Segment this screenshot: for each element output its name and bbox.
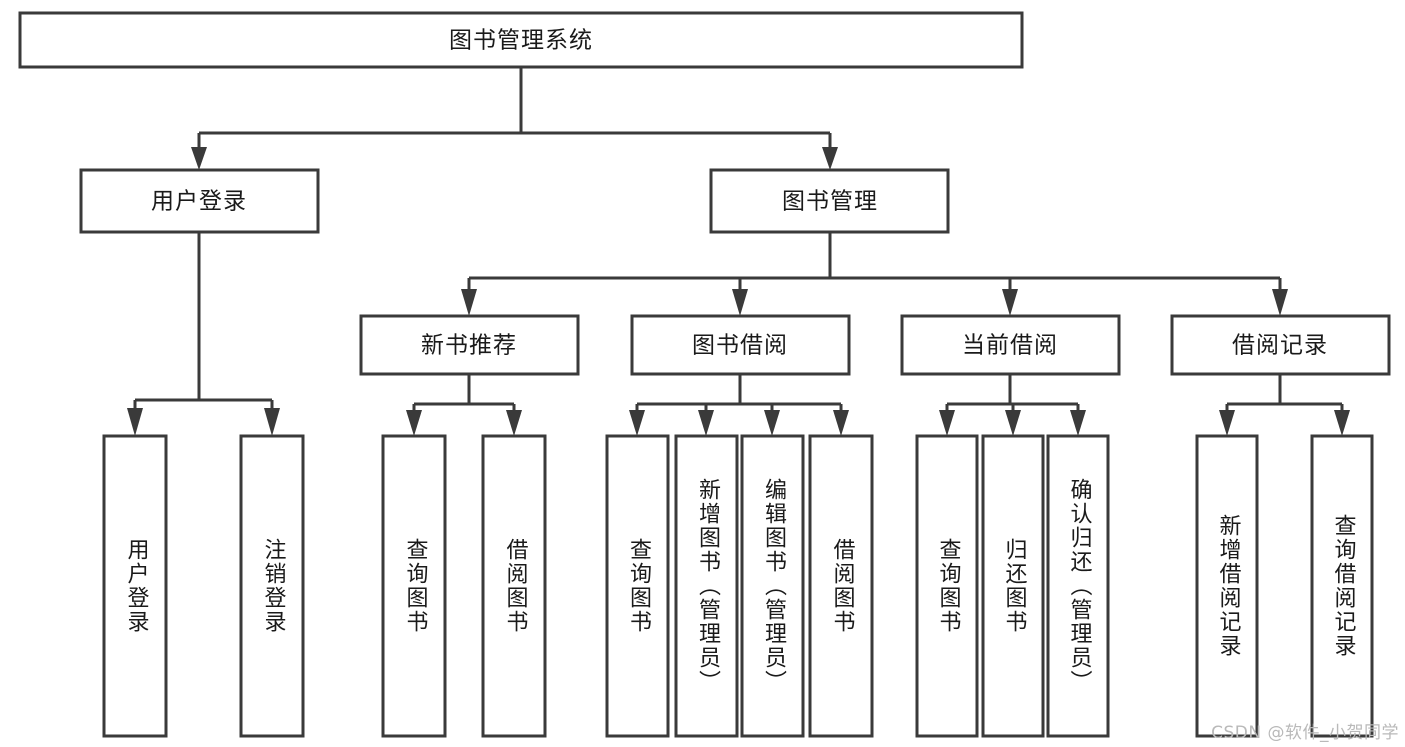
leaf-box-return-book[interactable] (981, 434, 1045, 738)
arrowhead-new-book-rec (461, 289, 477, 316)
node-book-borrow-label: 图书借阅 (692, 333, 788, 359)
node-new-book-recommend[interactable]: 新书推荐 (359, 314, 580, 376)
leaf-node-boxes (102, 434, 1374, 738)
arrowhead-leaf-query-book-2 (629, 410, 645, 436)
node-root-system-box[interactable] (18, 11, 1024, 69)
node-user-login[interactable]: 用户登录 (79, 168, 320, 234)
arrowhead-leaf-logout (264, 408, 280, 436)
node-book-borrow[interactable]: 图书借阅 (630, 314, 851, 376)
leaf-box-query-book-cur[interactable] (915, 434, 979, 738)
connector-group-new-book-rec-to-leaves (406, 374, 522, 436)
arrowhead-leaf-borrow-book-2 (833, 410, 849, 436)
arrowhead-borrow-record (1272, 289, 1288, 316)
connector-group-current-borrow-to-leaves (939, 374, 1086, 436)
arrowhead-current-borrow (1002, 289, 1018, 316)
node-current-borrow-box[interactable] (900, 314, 1121, 376)
node-borrow-record-label: 借阅记录 (1232, 333, 1328, 359)
arrowhead-leaf-edit-book (764, 410, 780, 436)
node-book-management[interactable]: 图书管理 (709, 168, 950, 234)
node-book-management-box[interactable] (709, 168, 950, 234)
arrowhead-leaf-add-book (698, 410, 714, 436)
connector-group-root-to-level2 (191, 67, 838, 170)
node-book-management-label: 图书管理 (782, 189, 878, 215)
leaf-box-query-book-borrow[interactable] (605, 434, 670, 738)
connector-group-book-mgmt-to-level3 (461, 232, 1288, 316)
leaf-box-borrow-book[interactable] (808, 434, 874, 738)
leaf-box-logout[interactable] (239, 434, 305, 738)
node-current-borrow-label: 当前借阅 (962, 333, 1058, 359)
node-new-book-recommend-box[interactable] (359, 314, 580, 376)
leaf-box-query-book-rec[interactable] (381, 434, 447, 738)
node-book-borrow-box[interactable] (630, 314, 851, 376)
connector-group-user-login-to-leaves (127, 232, 280, 436)
arrowhead-leaf-user-login (127, 408, 143, 436)
leaf-box-edit-book[interactable] (740, 434, 805, 738)
node-user-login-box[interactable] (79, 168, 320, 234)
leaf-box-add-book[interactable] (674, 434, 739, 738)
arrowhead-leaf-query-book-1 (406, 410, 422, 436)
arrowhead-leaf-confirm-return (1070, 410, 1086, 436)
arrowhead-leaf-return-book (1005, 410, 1021, 436)
node-new-book-recommend-label: 新书推荐 (421, 333, 517, 359)
arrowhead-leaf-add-record (1219, 410, 1235, 436)
watermark-text: CSDN @软件_小贺同学 (1211, 723, 1399, 743)
arrowhead-book-borrow (732, 289, 748, 316)
leaf-box-add-record[interactable] (1195, 434, 1259, 738)
arrowhead-user-login (191, 147, 207, 170)
arrowhead-leaf-query-book-3 (939, 410, 955, 436)
node-borrow-record[interactable]: 借阅记录 (1170, 314, 1391, 376)
leaf-box-borrow-book-rec[interactable] (481, 434, 547, 738)
node-root-system[interactable]: 图书管理系统 (18, 11, 1024, 69)
arrowhead-leaf-borrow-book-1 (506, 410, 522, 436)
arrowhead-leaf-query-record (1334, 410, 1350, 436)
node-borrow-record-box[interactable] (1170, 314, 1391, 376)
leaf-box-user-login[interactable] (102, 434, 168, 738)
node-user-login-label: 用户登录 (151, 189, 247, 215)
leaf-box-query-record[interactable] (1310, 434, 1374, 738)
arrowhead-book-mgmt (822, 147, 838, 170)
node-current-borrow[interactable]: 当前借阅 (900, 314, 1121, 376)
node-root-system-label: 图书管理系统 (449, 28, 593, 54)
connector-group-borrow-record-to-leaves (1219, 374, 1350, 436)
connector-group-book-borrow-to-leaves (629, 374, 849, 436)
leaf-box-confirm-return[interactable] (1046, 434, 1110, 738)
